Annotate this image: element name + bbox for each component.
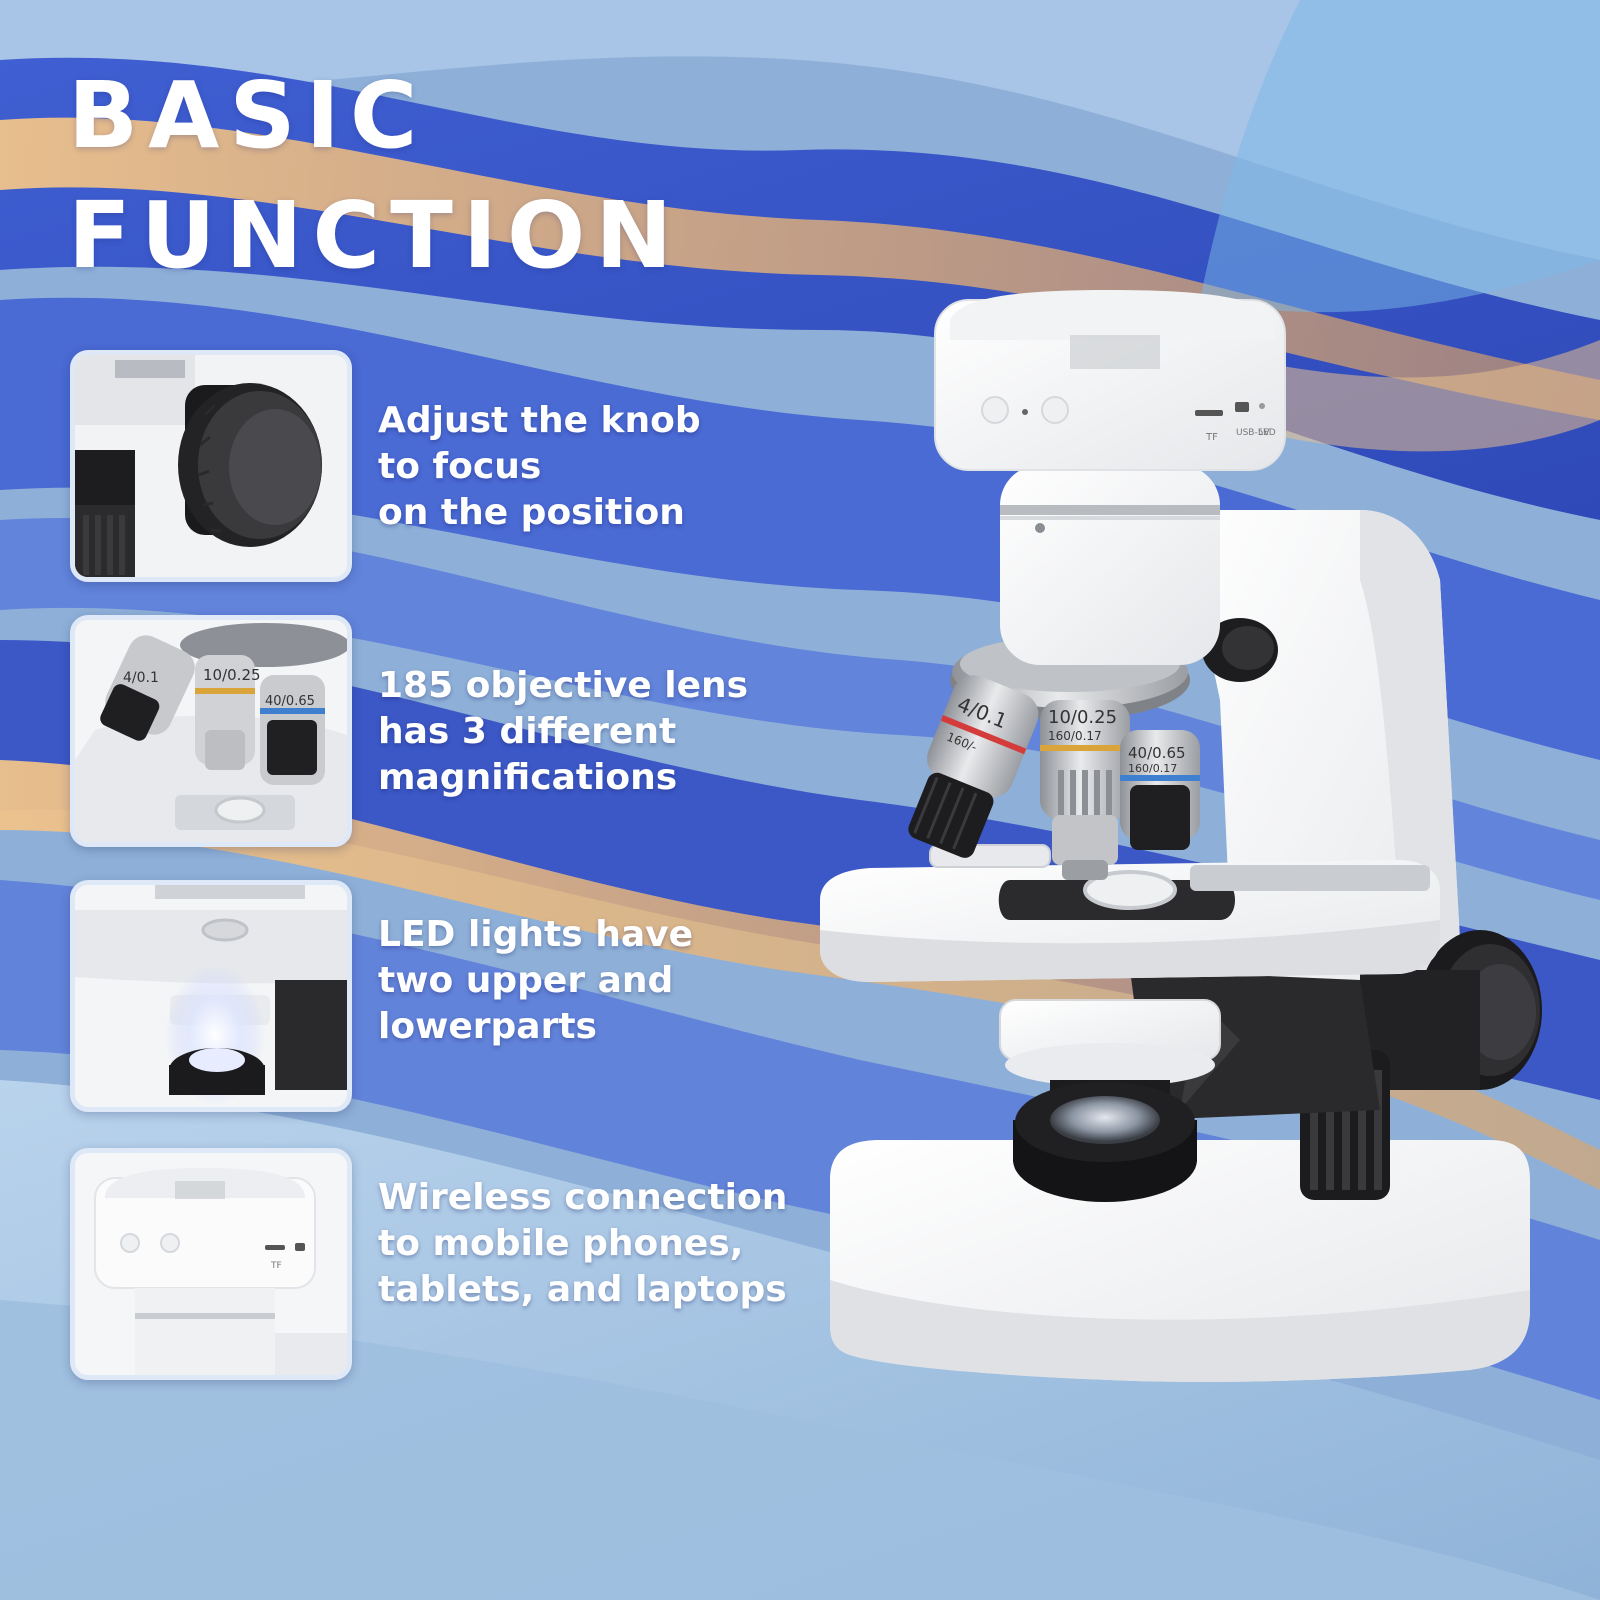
wireless-camera-photo: TF — [75, 1153, 347, 1375]
scope-lens-sub-high: 160/0.17 — [1128, 762, 1177, 775]
microscope-illustration: 4/0.1 160/- 10/0.25 160/0.17 40/0.65 160… — [820, 290, 1542, 1382]
lens-label-mid: 10/0.25 — [203, 666, 261, 684]
feature-text-led: LED lights have two upper and lowerparts — [378, 912, 798, 1050]
feature-line: to mobile phones, — [378, 1223, 744, 1264]
led-light-photo — [75, 885, 347, 1107]
objective-lens-photo: 10/0.25 40/0.65 4/0.1 — [75, 620, 347, 842]
thumb-led-lights — [70, 880, 352, 1112]
lens-label-low: 4/0.1 — [123, 670, 159, 686]
feature-line: magnifications — [378, 757, 678, 798]
feature-line: lowerparts — [378, 1006, 597, 1047]
feature-line: has 3 different — [378, 711, 677, 752]
scope-camera-label-led: LED — [1258, 428, 1276, 438]
scope-camera-label-tf: TF — [1205, 432, 1218, 443]
scope-camera-label-usb: USB-5V — [1236, 428, 1270, 438]
feature-line: 185 objective lens — [378, 665, 749, 706]
feature-line: LED lights have — [378, 914, 693, 955]
thumb-focus-knob — [70, 350, 352, 582]
feature-line: tablets, and laptops — [378, 1269, 787, 1310]
feature-line: Adjust the knob — [378, 400, 701, 441]
lens-label-high: 40/0.65 — [265, 694, 315, 709]
feature-line: to focus — [378, 446, 542, 487]
title-line-1: BASIC — [68, 62, 428, 169]
feature-line: on the position — [378, 492, 685, 533]
title-line-2: FUNCTION — [68, 182, 683, 289]
scope-lens-label-high: 40/0.65 — [1128, 744, 1186, 762]
feature-text-lens: 185 objective lens has 3 different magni… — [378, 663, 798, 801]
feature-line: two upper and — [378, 960, 674, 1001]
feature-text-focus: Adjust the knob to focus on the position — [378, 398, 798, 536]
thumb-objective-lens: 10/0.25 40/0.65 4/0.1 — [70, 615, 352, 847]
camera-label-tf: TF — [270, 1261, 282, 1271]
thumb-wireless-camera: TF — [70, 1148, 352, 1380]
scope-lens-label-mid: 10/0.25 — [1048, 707, 1117, 728]
focus-knob-photo — [75, 355, 347, 577]
feature-text-wireless: Wireless connection to mobile phones, ta… — [378, 1175, 798, 1313]
feature-line: Wireless connection — [378, 1177, 788, 1218]
scope-lens-sub-mid: 160/0.17 — [1048, 729, 1102, 743]
